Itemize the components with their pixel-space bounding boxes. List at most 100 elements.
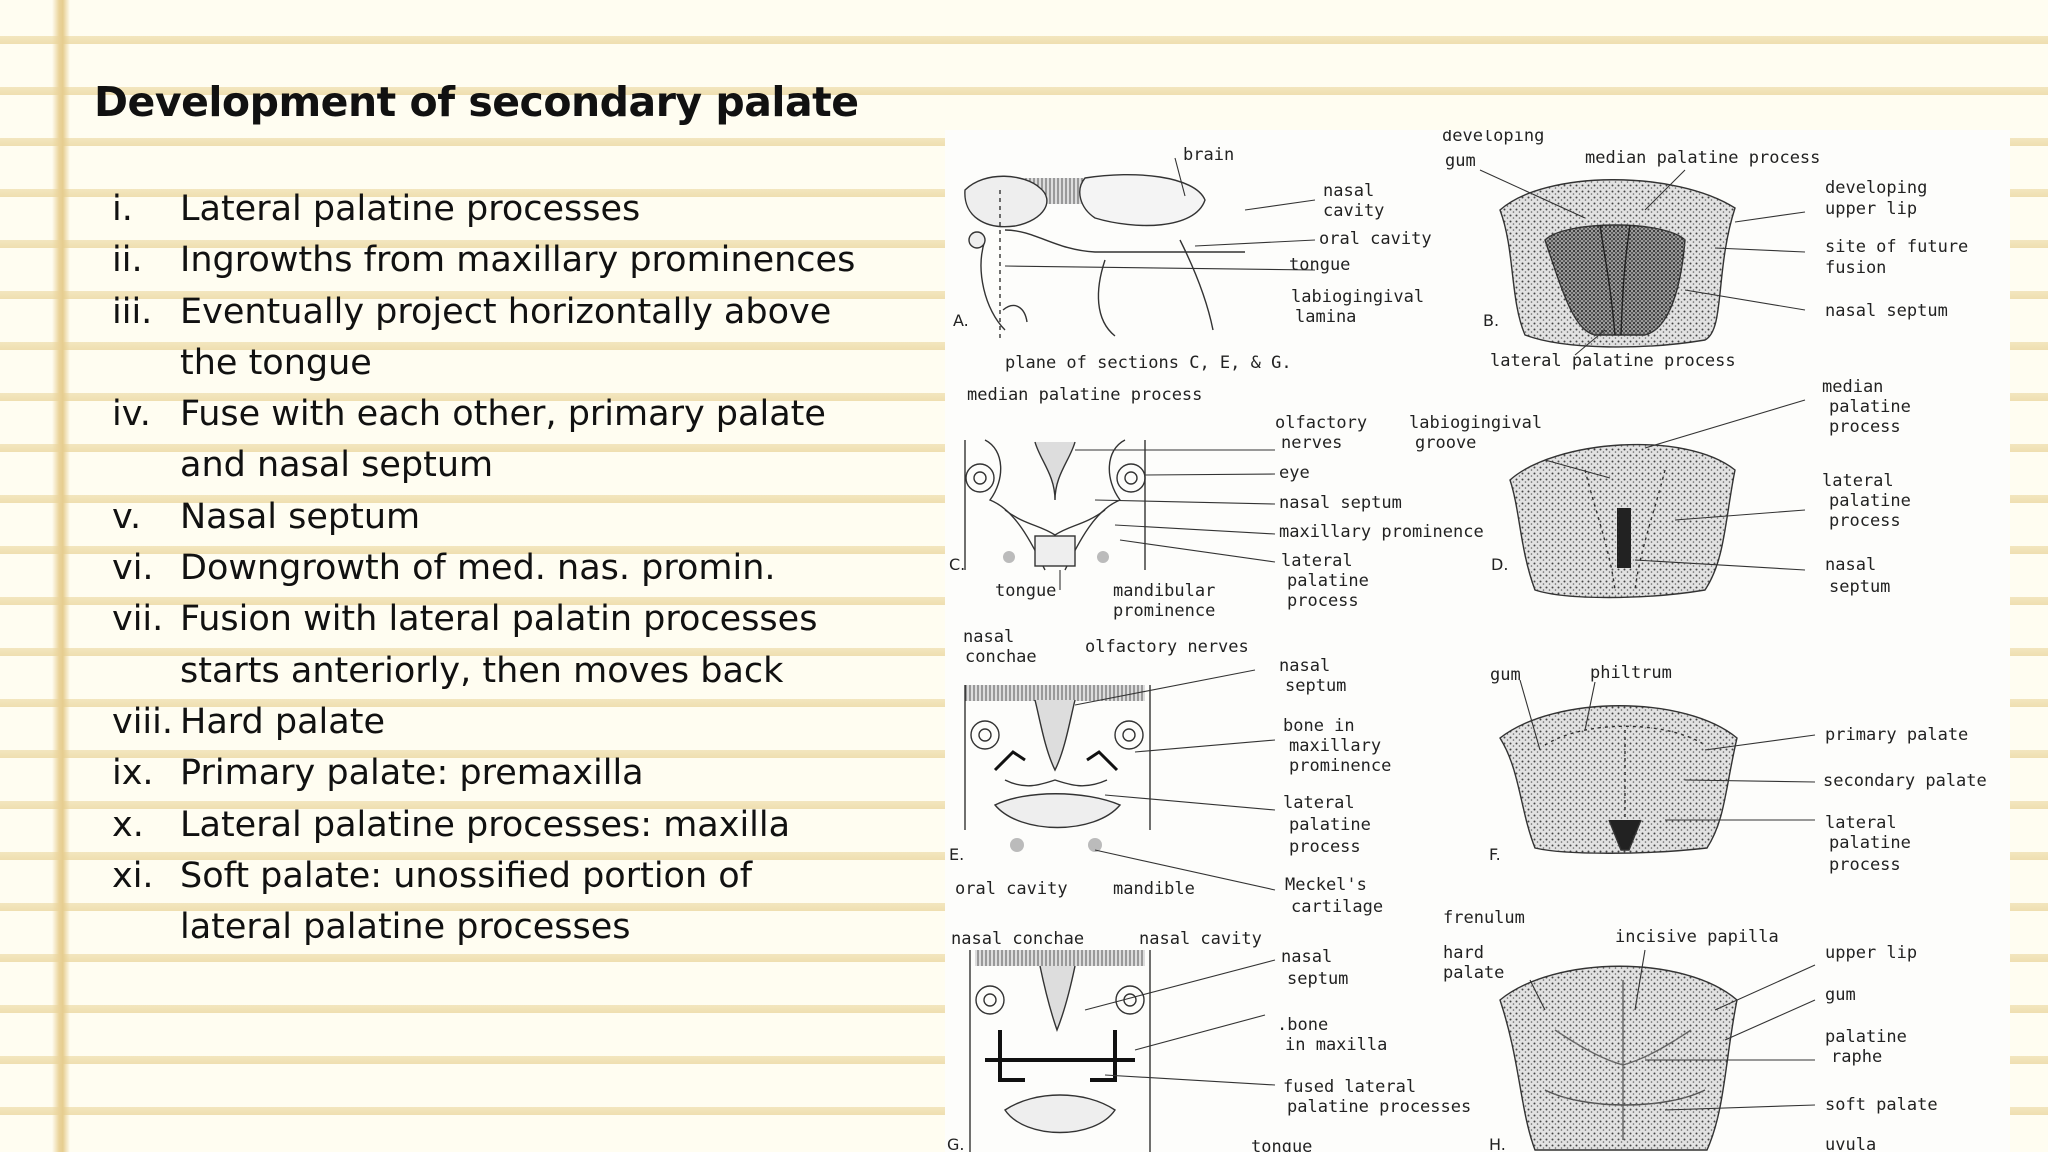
item-number: i. — [112, 189, 133, 229]
label-philtrum: philtrum — [1590, 663, 1672, 683]
panel-letters: A. B. C. D. E. F. G. H. — [947, 311, 1508, 1152]
list-item: viii.Hard palate — [112, 697, 892, 748]
panel-f-drawing — [1499, 705, 1738, 854]
label-median-palatine-process: median palatine process — [967, 385, 1202, 405]
label-median-palatine-process-d: process — [1829, 417, 1901, 437]
label-nasal-cavity: cavity — [1323, 201, 1384, 221]
label-brain: brain — [1183, 145, 1234, 165]
label-lateral-palatine-process-e: process — [1289, 837, 1361, 857]
slide-title: Development of secondary palate — [94, 78, 859, 126]
label-lateral-palatine-process-b: lateral palatine process — [1490, 351, 1736, 371]
list-item: iii.Eventually project horizontally abov… — [112, 287, 892, 338]
item-text: Lateral palatine processes — [180, 189, 641, 229]
item-number: iii. — [112, 291, 153, 332]
panel-a-drawing — [964, 173, 1245, 340]
label-mandibular-prominence: mandibular — [1113, 581, 1215, 601]
label-secondary-palate: secondary palate — [1823, 771, 1987, 791]
label-hard-palate: hard — [1443, 943, 1484, 963]
panel-h-drawing — [1499, 965, 1738, 1151]
label-gum-h: gum — [1825, 985, 1856, 1005]
label-eye: eye — [1279, 463, 1310, 483]
panel-letter-d: D. — [1491, 555, 1508, 574]
item-text: Nasal septum — [180, 496, 421, 537]
list-item: vi.Downgrowth of med. nas. promin. — [112, 543, 892, 594]
item-number: vii. — [112, 599, 164, 640]
label-gum-f: gum — [1490, 665, 1521, 685]
label-bone-in-maxilla: in maxilla — [1285, 1035, 1387, 1055]
label-meckels-cartilage: Meckel's — [1285, 875, 1367, 895]
label-nasal-septum-b: nasal septum — [1825, 301, 1948, 321]
item-text: and nasal septum — [180, 445, 494, 486]
label-nasal-septum-d: septum — [1829, 577, 1890, 597]
panel-d-drawing — [1509, 443, 1736, 599]
panel-g-drawing — [969, 950, 1151, 1152]
label-upper-lip: upper lip — [1825, 943, 1917, 963]
list-item: v. Nasal septum — [112, 492, 892, 543]
label-developing-upper-lip: developing — [1825, 178, 1927, 198]
item-number: ix. — [112, 753, 154, 794]
label-fused-lateral-palatine-processes: fused lateral — [1283, 1077, 1416, 1097]
item-text: Primary palate: premaxilla — [180, 753, 644, 794]
label-nasal-septum-e: nasal — [1279, 656, 1330, 676]
label-nasal-septum-g: nasal — [1281, 947, 1332, 967]
list-item: vii. Fusion with lateral palatin processe… — [112, 594, 892, 645]
label-labiogingival-groove: groove — [1415, 433, 1476, 453]
panel-c-drawing — [964, 439, 1146, 571]
label-developing: developing — [1442, 130, 1544, 146]
label-nasal-conchae-g: nasal conchae — [951, 929, 1084, 949]
label-nasal-cavity: nasal — [1323, 181, 1374, 201]
label-lateral-palatine-process-d: lateral — [1822, 471, 1894, 491]
label-bone-in-maxilla: .bone — [1277, 1015, 1328, 1035]
item-text: Ingrowths from maxillary prominences — [180, 240, 856, 281]
list-item: iv.Fuse with each other, primary palate — [112, 389, 892, 440]
label-oral-cavity-e: oral cavity — [955, 879, 1068, 899]
item-text: lateral palatine processes — [180, 907, 631, 948]
item-text: Lateral palatine processes: maxilla — [180, 804, 791, 845]
list-item: x. Lateral palatine processes: maxilla — [112, 800, 892, 851]
label-hard-palate: palate — [1443, 963, 1504, 983]
label-nasal-septum-e: septum — [1285, 676, 1346, 696]
list-item-continuation: lateral palatine processes — [112, 902, 892, 953]
label-median-palatine-process-d: palatine — [1829, 397, 1911, 417]
item-number: vi. — [112, 548, 154, 589]
label-bone-in-maxillary-prominence: prominence — [1289, 756, 1391, 776]
label-tongue-g: tongue — [1251, 1137, 1312, 1152]
label-lateral-palatine-process-c: palatine — [1287, 571, 1369, 591]
label-frenulum: frenulum — [1443, 908, 1525, 928]
item-number: ii. — [112, 240, 143, 281]
panel-letter-h: H. — [1489, 1135, 1506, 1152]
label-median-palatine-process-d: median — [1822, 377, 1883, 397]
item-number: v. — [112, 496, 142, 537]
leader-lines — [1004, 157, 1816, 1111]
label-lateral-palatine-process-e: palatine — [1289, 815, 1371, 835]
label-oral-cavity: oral cavity — [1319, 229, 1432, 249]
list-item-continuation: and nasal septum — [112, 440, 892, 491]
label-lateral-palatine-process-f: palatine — [1829, 833, 1911, 853]
label-tongue-c: tongue — [995, 581, 1056, 601]
label-olfactory-nerves-e: olfactory nerves — [1085, 637, 1249, 657]
label-nasal-septum-g: septum — [1287, 969, 1348, 989]
list-item: ii. Ingrowths from maxillary prominences — [112, 235, 892, 286]
panel-letter-f: F. — [1489, 845, 1501, 864]
palate-development-figure: A. B. C. D. E. F. G. H. brain nasal cavi… — [945, 130, 2010, 1152]
item-text: Fusion with lateral palatin processes — [180, 599, 818, 640]
list-item: ix. Primary palate: premaxilla — [112, 748, 892, 799]
label-olfactory-nerves: nerves — [1281, 433, 1342, 453]
label-lateral-palatine-process-e: lateral — [1283, 793, 1355, 813]
panel-letter-e: E. — [949, 845, 964, 864]
item-text: the tongue — [180, 342, 372, 383]
label-fused-lateral-palatine-processes: palatine processes — [1287, 1097, 1471, 1117]
label-primary-palate: primary palate — [1825, 725, 1968, 745]
item-number: x. — [112, 804, 144, 845]
label-olfactory-nerves: olfactory — [1275, 413, 1367, 433]
item-text: Soft palate: unossified portion of — [180, 855, 753, 896]
list-item: xi.Soft palate: unossified portion of — [112, 851, 892, 902]
label-lateral-palatine-process-c: lateral — [1281, 551, 1353, 571]
item-number: viii. — [112, 701, 174, 742]
item-text: Hard palate — [180, 701, 385, 742]
panel-b-drawing — [1499, 179, 1736, 348]
list-item: i. Lateral palatine processes — [112, 184, 892, 235]
label-developing-upper-lip: upper lip — [1825, 199, 1917, 219]
panel-letter-c: C. — [949, 555, 965, 574]
label-gum: gum — [1445, 151, 1476, 171]
